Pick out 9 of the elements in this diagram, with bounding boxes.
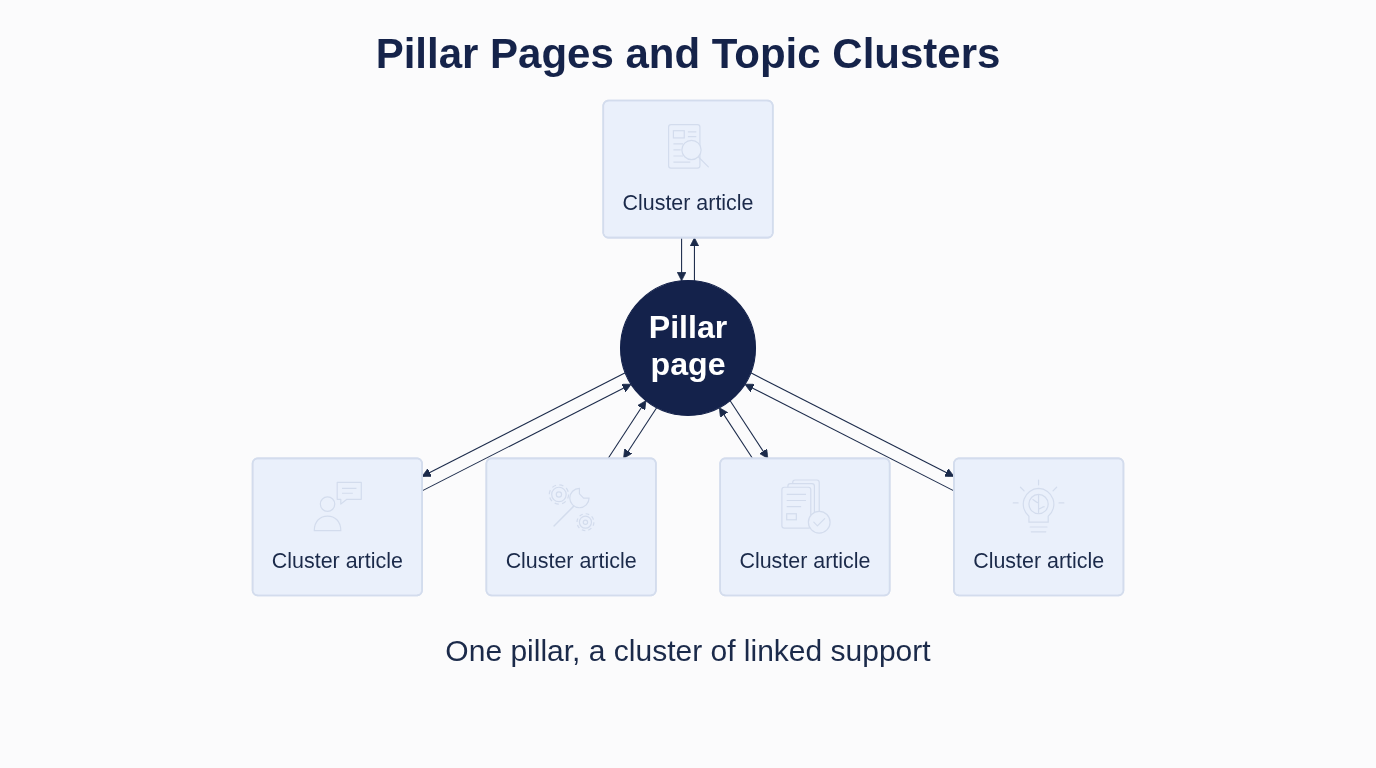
arrow: [676, 237, 687, 282]
caption: One pillar, a cluster of linked support: [445, 634, 931, 668]
arrow: [607, 400, 647, 459]
title: Pillar Pages and Topic Clusters: [375, 30, 1001, 78]
arrow: [689, 237, 700, 282]
arrow: [718, 407, 753, 459]
arrow: [729, 400, 769, 459]
arrow: [623, 407, 658, 459]
node-circle: Pillar page: [620, 280, 756, 416]
